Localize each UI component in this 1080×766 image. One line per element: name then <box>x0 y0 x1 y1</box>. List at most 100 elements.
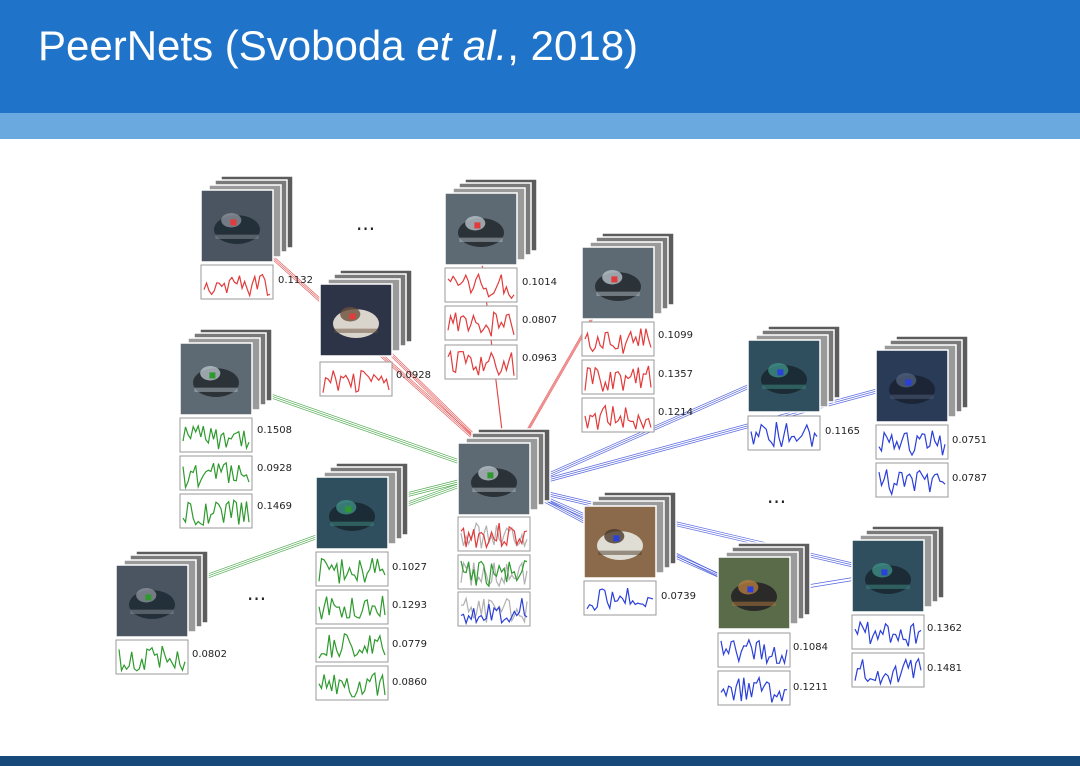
edge-truck-green <box>520 489 885 575</box>
feature-plot <box>875 424 949 460</box>
feature-waveform <box>182 499 250 527</box>
patch-marker <box>613 535 620 542</box>
dog-thumbnail <box>717 556 791 630</box>
similarity-value: 0.0963 <box>522 353 557 364</box>
feature-waveform <box>203 273 271 298</box>
feature-plot <box>851 614 925 650</box>
similarity-value: 0.0807 <box>522 315 557 326</box>
feature-waveform <box>447 349 515 377</box>
node-truck-front: 0.1165 <box>747 325 860 451</box>
header-accent-band <box>0 113 1080 139</box>
slide-title: PeerNets (Svoboda et al., 2018) <box>38 20 638 72</box>
patch-marker <box>881 569 888 576</box>
similarity-value: 0.1132 <box>278 275 313 286</box>
feature-waveform <box>322 369 390 393</box>
feature-waveform <box>878 430 946 457</box>
feature-waveform <box>720 638 788 666</box>
feature-waveform <box>118 645 186 673</box>
airplane-thumbnail <box>457 442 531 516</box>
ellipsis-marker: ... <box>767 484 786 508</box>
animal-thumbnail <box>875 349 949 423</box>
patch-marker <box>209 372 216 379</box>
feature-plot <box>315 589 389 625</box>
feature-waveform <box>584 328 652 354</box>
feature-plot <box>717 632 791 668</box>
patch-marker <box>230 219 237 226</box>
similarity-value: 0.0739 <box>661 591 696 602</box>
similarity-value: 0.0928 <box>257 463 292 474</box>
edge-animal-dark <box>520 382 909 488</box>
similarity-value: 0.1481 <box>927 663 962 674</box>
similarity-value: 0.0779 <box>392 639 427 650</box>
node-truck-green: 0.1362 0.1481 <box>851 525 962 688</box>
feature-plot <box>315 627 389 663</box>
patch-marker <box>905 379 912 386</box>
truck-thumbnail <box>747 339 821 413</box>
diagram-canvas: 0.1132 0.0928 0.1014 0.0807 0.0963 0.10990.13… <box>115 175 987 706</box>
similarity-value: 0.1293 <box>392 600 427 611</box>
feature-plot <box>444 267 518 303</box>
feature-waveform <box>584 404 652 430</box>
similarity-value: 0.1357 <box>658 369 693 380</box>
feature-plot <box>581 397 655 433</box>
horse-thumbnail <box>319 283 393 357</box>
truck-thumbnail <box>315 476 389 550</box>
node-ship: 0.0739 <box>583 491 696 616</box>
similarity-value: 0.1014 <box>522 277 557 288</box>
patch-marker <box>145 594 152 601</box>
feature-waveform <box>318 595 386 620</box>
feature-waveform <box>460 523 528 550</box>
node-bird-gray: 0.0802 <box>115 550 227 675</box>
feature-waveform <box>318 557 386 584</box>
bird-thumbnail <box>200 189 274 263</box>
patch-marker <box>777 369 784 376</box>
similarity-value: 0.0928 <box>396 370 431 381</box>
similarity-value: 0.1027 <box>392 562 427 573</box>
feature-plot <box>851 652 925 688</box>
node-truck-teal: 0.1027 0.1293 0.0779 0.0860 <box>315 462 427 701</box>
edge-animal-dark <box>520 380 909 486</box>
slide-footer <box>0 756 1080 766</box>
feature-waveform <box>182 423 250 451</box>
ellipsis-marker: ... <box>247 581 266 605</box>
feature-waveform <box>878 469 946 497</box>
edge-animal-dark <box>520 384 909 490</box>
similarity-value: 0.1165 <box>825 426 860 437</box>
similarity-value: 0.1362 <box>927 623 962 634</box>
node-bird: 0.1132 <box>200 175 313 300</box>
similarity-value: 0.0802 <box>192 649 227 660</box>
node-plane-top: 0.1014 0.0807 0.0963 <box>444 178 557 380</box>
similarity-value: 0.0787 <box>952 473 987 484</box>
node-horse: 0.0928 <box>319 269 431 397</box>
feature-waveform <box>750 422 818 449</box>
feature-plot <box>315 551 389 587</box>
airplane-thumbnail <box>581 246 655 320</box>
patch-marker <box>487 472 494 479</box>
patch-marker <box>474 222 481 229</box>
truck-thumbnail <box>851 539 925 613</box>
ellipsis-marker: ... <box>356 211 375 235</box>
feature-waveform <box>586 588 654 612</box>
feature-waveform <box>182 461 250 490</box>
similarity-value: 0.1084 <box>793 642 828 653</box>
feature-waveform <box>318 671 386 698</box>
feature-waveform <box>447 310 515 337</box>
feature-waveform <box>447 272 515 300</box>
edge-truck-green <box>520 485 885 571</box>
bird-thumbnail <box>115 564 189 638</box>
feature-plot <box>179 455 253 491</box>
feature-waveform <box>720 675 788 703</box>
similarity-value: 0.0860 <box>392 677 427 688</box>
feature-waveform <box>318 633 386 659</box>
feature-waveform <box>460 596 528 624</box>
title-tail: , 2018) <box>507 22 639 69</box>
similarity-value: 0.1508 <box>257 425 292 436</box>
feature-waveform <box>460 560 528 588</box>
ship-thumbnail <box>583 505 657 579</box>
title-italic: et al. <box>416 22 508 69</box>
patch-marker <box>349 313 356 320</box>
feature-plot <box>179 493 253 529</box>
